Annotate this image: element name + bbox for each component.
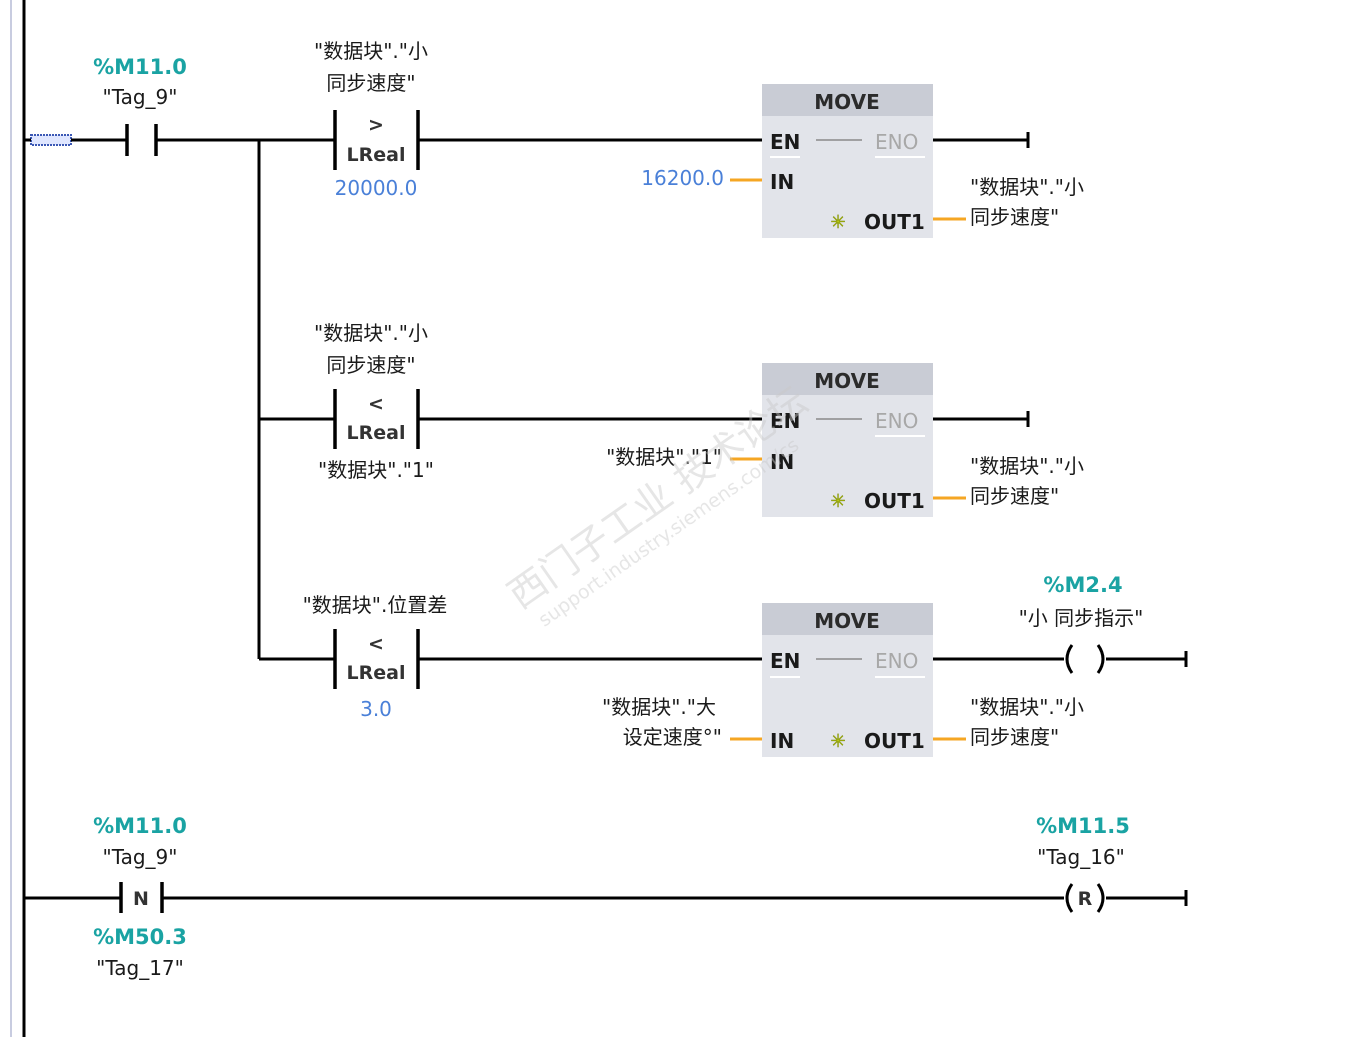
move-out-line1: "数据块"."小 bbox=[970, 175, 1084, 199]
compare-gt-1[interactable]: "数据块"."小 同步速度" > LReal 20000.0 bbox=[314, 39, 428, 200]
move-box-2[interactable]: MOVE EN ENO IN ✳ OUT1 bbox=[762, 363, 933, 517]
compare-operand2: "数据块"."1" bbox=[318, 458, 434, 482]
compare-lt-3[interactable]: "数据块".位置差 < LReal 3.0 bbox=[303, 593, 448, 721]
contact-m11-0[interactable]: %M11.0 "Tag_9" bbox=[93, 55, 187, 156]
reset-coil-symbol: R bbox=[1078, 888, 1093, 910]
pin-in: IN bbox=[770, 450, 794, 474]
pin-en: EN bbox=[770, 649, 800, 673]
compare-operand1-line1: "数据块"."小 bbox=[314, 321, 428, 345]
compare-operand1-line2: 同步速度" bbox=[326, 353, 415, 377]
compare-lt-2[interactable]: "数据块"."小 同步速度" < LReal "数据块"."1" bbox=[314, 321, 434, 482]
pin-out1: OUT1 bbox=[864, 729, 925, 753]
edge-memory-tag: "Tag_17" bbox=[96, 956, 184, 980]
coil-right-paren bbox=[1096, 644, 1105, 674]
edge-memory-address: %M50.3 bbox=[93, 925, 187, 949]
pin-eno: ENO bbox=[875, 649, 918, 673]
edge-symbol: N bbox=[133, 888, 149, 910]
coil-left-paren bbox=[1065, 644, 1074, 674]
move-out-line2: 同步速度" bbox=[970, 205, 1059, 229]
edge-address: %M11.0 bbox=[93, 814, 187, 838]
compare-datatype: LReal bbox=[347, 144, 406, 166]
move-box-1[interactable]: MOVE EN ENO IN ✳ OUT1 bbox=[762, 84, 933, 238]
move-out-line2: 同步速度" bbox=[970, 484, 1059, 508]
coil-address: %M2.4 bbox=[1043, 573, 1122, 597]
enable-star-icon: ✳ bbox=[830, 212, 845, 233]
move-out-line2: 同步速度" bbox=[970, 725, 1059, 749]
coil-left-paren bbox=[1065, 883, 1074, 913]
move-box-title: MOVE bbox=[814, 90, 880, 114]
compare-datatype: LReal bbox=[347, 662, 406, 684]
pin-in: IN bbox=[770, 170, 794, 194]
pin-eno: ENO bbox=[875, 409, 918, 433]
network-1: %M11.0 "Tag_9" "数据块"."小 同步速度" > LReal 20… bbox=[24, 39, 1188, 757]
move-box-3[interactable]: MOVE EN ENO IN ✳ OUT1 bbox=[762, 603, 933, 757]
compare-datatype: LReal bbox=[347, 422, 406, 444]
move-out-line1: "数据块"."小 bbox=[970, 695, 1084, 719]
compare-operator: < bbox=[368, 633, 384, 655]
pin-en: EN bbox=[770, 130, 800, 154]
contact-tag: "Tag_9" bbox=[103, 85, 178, 109]
network-2: %M11.0 "Tag_9" N %M50.3 "Tag_17" %M11.5 … bbox=[24, 814, 1188, 980]
move-in-value-line1: "数据块"."大 bbox=[602, 695, 716, 719]
pin-out1: OUT1 bbox=[864, 489, 925, 513]
move-in-value: 16200.0 bbox=[641, 166, 724, 190]
move-box-title: MOVE bbox=[814, 369, 880, 393]
enable-star-icon: ✳ bbox=[830, 491, 845, 512]
rung-selection-marker[interactable] bbox=[30, 134, 72, 146]
pin-eno: ENO bbox=[875, 130, 918, 154]
pin-out1: OUT1 bbox=[864, 210, 925, 234]
coil-m2-4[interactable]: %M2.4 "小 同步指示" bbox=[1019, 573, 1144, 674]
compare-operand2: 3.0 bbox=[360, 697, 392, 721]
contact-address: %M11.0 bbox=[93, 55, 187, 79]
move-in-value: "数据块"."1" bbox=[606, 445, 722, 469]
compare-operator: < bbox=[368, 393, 384, 415]
compare-operator: > bbox=[368, 114, 384, 136]
coil-address: %M11.5 bbox=[1036, 814, 1130, 838]
compare-operand1-line1: "数据块"."小 bbox=[314, 39, 428, 63]
coil-tag: "Tag_16" bbox=[1037, 845, 1125, 869]
compare-operand2: 20000.0 bbox=[335, 176, 418, 200]
move-box-header bbox=[762, 84, 933, 116]
reset-coil-m11-5[interactable]: %M11.5 "Tag_16" R bbox=[1036, 814, 1130, 913]
coil-tag: "小 同步指示" bbox=[1019, 606, 1144, 630]
enable-star-icon: ✳ bbox=[830, 731, 845, 752]
edge-tag: "Tag_9" bbox=[103, 845, 178, 869]
move-box-title: MOVE bbox=[814, 609, 880, 633]
move-in-value-line2: 设定速度°" bbox=[623, 725, 722, 749]
compare-operand1-line1: "数据块".位置差 bbox=[303, 593, 448, 617]
move-box-header bbox=[762, 363, 933, 395]
pin-in: IN bbox=[770, 729, 794, 753]
compare-operand1-line2: 同步速度" bbox=[326, 71, 415, 95]
move-box-header bbox=[762, 603, 933, 635]
coil-right-paren bbox=[1096, 883, 1105, 913]
negative-edge-contact[interactable]: %M11.0 "Tag_9" N %M50.3 "Tag_17" bbox=[93, 814, 187, 980]
move-out-line1: "数据块"."小 bbox=[970, 454, 1084, 478]
pin-en: EN bbox=[770, 409, 800, 433]
